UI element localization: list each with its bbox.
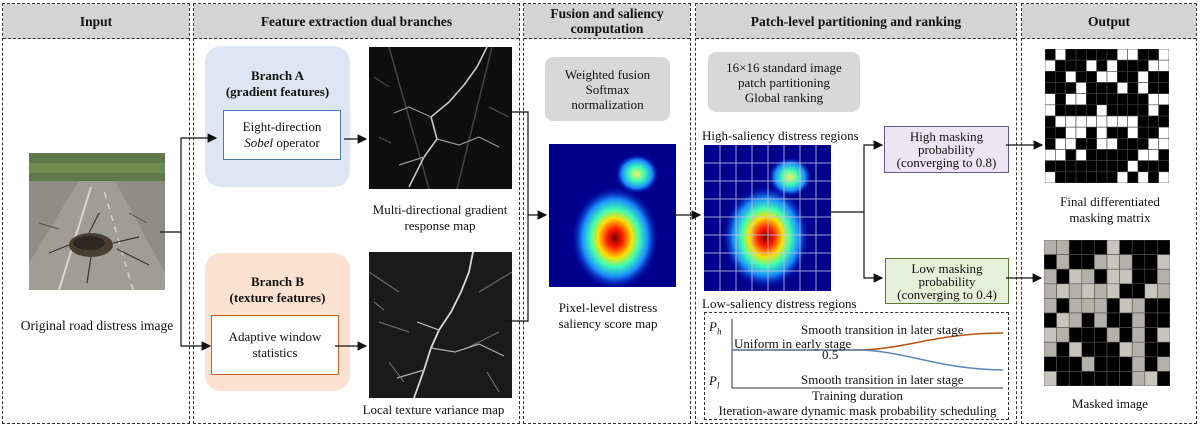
fusion-line3: normalization xyxy=(571,96,644,112)
low-probability-curve xyxy=(732,349,1004,371)
texture-variance-map xyxy=(369,252,512,398)
patch-line1: 16×16 standard image xyxy=(726,59,842,75)
high-saliency-label: High-saliency distress regions xyxy=(702,128,859,143)
smooth-bottom-label: Smooth transition in later stage xyxy=(801,372,964,387)
ph-label: Ph xyxy=(709,319,722,337)
pl-label: Pl xyxy=(709,373,720,391)
high-prob-line3: (converging to 0.8) xyxy=(896,155,997,170)
branch-a-subtitle: (gradient features) xyxy=(225,84,330,99)
schedule-caption: Iteration-aware dynamic mask probability… xyxy=(718,403,997,418)
branch-a-title: Branch A xyxy=(250,68,305,83)
stage-fusion: Fusion and saliency computation Weighted… xyxy=(523,3,691,424)
low-saliency-label: Low-saliency distress regions xyxy=(702,296,857,311)
final-matrix-caption-line1: Final differentiated xyxy=(1060,194,1160,209)
stage-title-patch: Patch-level partitioning and ranking xyxy=(696,4,1016,39)
stage-title-input: Input xyxy=(3,4,189,39)
stage-patch: Patch-level partitioning and ranking 16×… xyxy=(695,3,1017,424)
low-masking-probability-box: Low masking probability (converging to 0… xyxy=(885,258,1009,304)
gradient-map-caption-line2: response map xyxy=(404,218,476,233)
fusion-line2: Softmax xyxy=(585,81,630,97)
uniform-early-label: Uniform in early stage xyxy=(734,336,852,351)
training-duration-label: Training duration xyxy=(812,388,903,403)
branch-b-operator-line1: Adaptive window xyxy=(228,329,322,344)
high-masking-probability-box: High masking probability (converging to … xyxy=(884,126,1009,173)
saliency-caption-line2: saliency score map xyxy=(558,316,658,331)
half-value-label: 0.5 xyxy=(822,347,839,362)
patch-grid-map xyxy=(704,145,831,291)
masked-image xyxy=(1044,240,1170,386)
patch-line2: patch partitioning xyxy=(737,74,831,90)
saliency-caption-line1: Pixel-level distress xyxy=(558,300,658,315)
branch-a-operator-box: Eight-direction Sobel operator xyxy=(223,110,341,160)
smooth-top-label: Smooth transition in later stage xyxy=(801,322,964,337)
fusion-method-box: Weighted fusion Softmax normalization xyxy=(545,57,670,121)
saliency-score-map xyxy=(549,144,676,287)
road-distress-photo xyxy=(29,153,165,290)
gradient-map-caption-line1: Multi-directional gradient xyxy=(372,202,508,217)
texture-map-caption: Local texture variance map xyxy=(362,402,505,417)
stage-title-feature: Feature extraction dual branches xyxy=(194,4,519,39)
branch-b-title: Branch B xyxy=(250,274,305,289)
input-caption: Original road distress image xyxy=(20,318,174,333)
masking-matrix xyxy=(1045,49,1169,183)
branch-a-operator-line2: Sobel operator xyxy=(244,135,320,150)
patch-method-box: 16×16 standard image patch partitioning … xyxy=(708,52,860,112)
stage-feature-extraction: Feature extraction dual branches Branch … xyxy=(193,3,520,424)
high-prob-line1: High masking xyxy=(909,129,984,144)
low-prob-line2: probability xyxy=(918,273,976,289)
low-prob-line3: (converging to 0.4) xyxy=(897,286,997,302)
schedule-panel: Ph Pl Smooth transition in later stage U… xyxy=(704,312,1009,420)
final-matrix-caption-line2: masking matrix xyxy=(1069,210,1151,225)
fusion-line1: Weighted fusion xyxy=(564,66,651,82)
stage-title-output: Output xyxy=(1022,4,1196,39)
stage-input: Input Original road distress image xyxy=(2,3,190,424)
masked-image-caption: Masked image xyxy=(1071,396,1149,411)
patch-line3: Global ranking xyxy=(744,89,824,105)
branch-a-operator-line1: Eight-direction xyxy=(242,119,322,134)
branch-b-panel: Branch B (texture features) Adaptive win… xyxy=(205,253,350,391)
branch-a-panel: Branch A (gradient features) Eight-direc… xyxy=(205,46,350,187)
low-prob-line1: Low masking xyxy=(911,260,983,276)
high-prob-line2: probability xyxy=(917,142,976,157)
branch-b-operator-line2: statistics xyxy=(252,345,298,360)
gradient-response-map xyxy=(369,47,512,189)
stage-title-fusion: Fusion and saliency computation xyxy=(524,4,690,39)
branch-b-subtitle: (texture features) xyxy=(229,290,326,305)
stage-output: Output Final differentiated masking matr… xyxy=(1021,3,1197,424)
branch-b-operator-box: Adaptive window statistics xyxy=(211,315,339,375)
